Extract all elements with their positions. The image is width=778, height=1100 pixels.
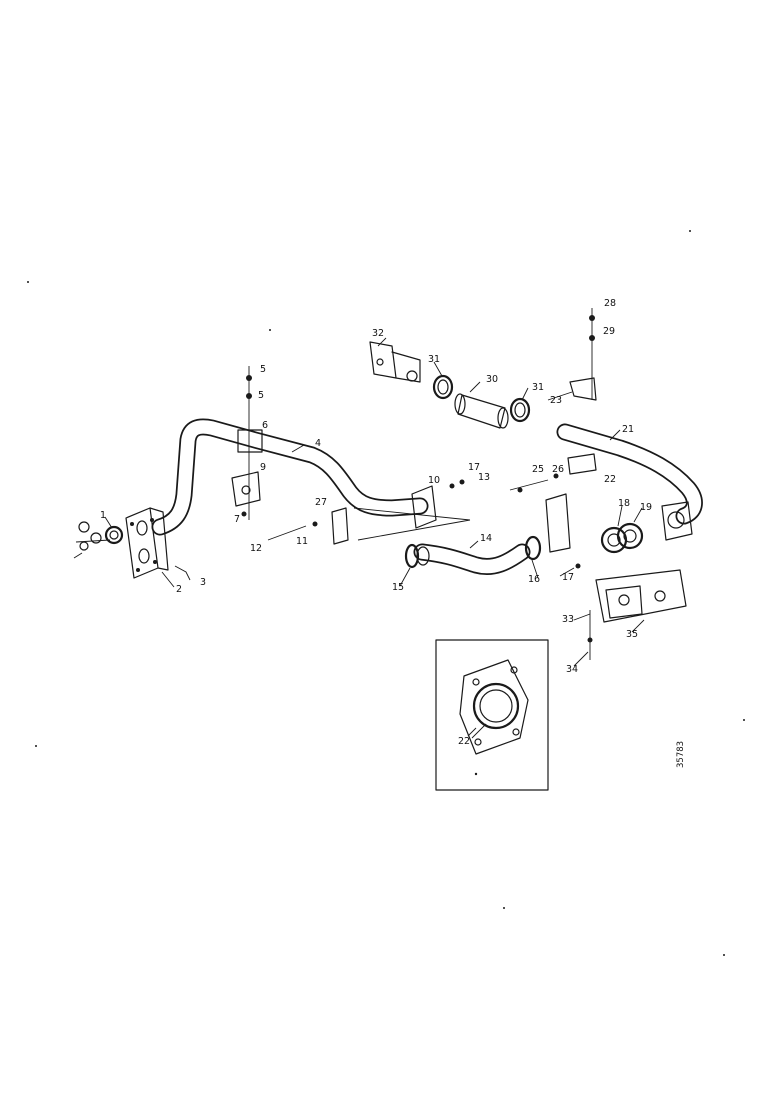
exhaust-pipe <box>151 418 429 536</box>
label-3: 3 <box>200 577 206 588</box>
hanger-bracket-rear <box>509 308 597 553</box>
label-28: 28 <box>604 298 616 309</box>
label-16: 16 <box>528 574 540 585</box>
label-21: 21 <box>622 424 634 435</box>
hanger-bracket-front <box>231 366 263 520</box>
label-17: 17 <box>468 462 480 473</box>
muffler <box>454 393 509 429</box>
label-23: 23 <box>550 395 562 406</box>
label-22b: 22 <box>604 474 616 485</box>
label-9: 9 <box>260 462 266 473</box>
label-35: 35 <box>626 629 638 640</box>
rear-pipe <box>556 423 703 525</box>
support-bracket-middle <box>267 479 471 545</box>
label-5b: 5 <box>258 390 264 401</box>
label-31b: 31 <box>532 382 544 393</box>
tail-pipe-end <box>369 341 421 383</box>
rear-flange-assembly <box>575 501 693 660</box>
label-10: 10 <box>428 475 440 486</box>
label-32: 32 <box>372 328 384 339</box>
label-12: 12 <box>250 543 262 554</box>
manifold-flange <box>73 507 191 581</box>
label-34: 34 <box>566 664 578 675</box>
label-4: 4 <box>315 438 321 449</box>
gasket-inset <box>435 639 549 791</box>
label-5: 5 <box>260 364 266 375</box>
label-25: 25 <box>532 464 544 475</box>
label-13: 13 <box>478 472 490 483</box>
label-26: 26 <box>552 464 564 475</box>
leader-lines <box>104 337 645 737</box>
intermediate-pipe <box>413 543 531 575</box>
label-18: 18 <box>618 498 630 509</box>
label-33: 33 <box>562 614 574 625</box>
label-29: 29 <box>603 326 615 337</box>
label-27: 27 <box>315 497 327 508</box>
label-30: 30 <box>486 374 498 385</box>
label-19: 19 <box>640 502 652 513</box>
label-2: 2 <box>176 584 182 595</box>
drawing-reference: 35783 <box>676 741 686 768</box>
label-31: 31 <box>428 354 440 365</box>
scan-specks <box>27 230 745 956</box>
clamps <box>404 374 542 569</box>
label-7: 7 <box>234 514 240 525</box>
label-6: 6 <box>262 420 268 431</box>
label-14: 14 <box>480 533 492 544</box>
label-17b: 17 <box>562 572 574 583</box>
label-11: 11 <box>296 536 308 547</box>
part-labels: 1 2 3 4 5 5 6 7 9 10 11 12 13 17 27 14 1… <box>100 298 652 747</box>
label-1: 1 <box>100 510 106 521</box>
label-inset-22: 22 <box>458 736 470 747</box>
label-15: 15 <box>392 582 404 593</box>
